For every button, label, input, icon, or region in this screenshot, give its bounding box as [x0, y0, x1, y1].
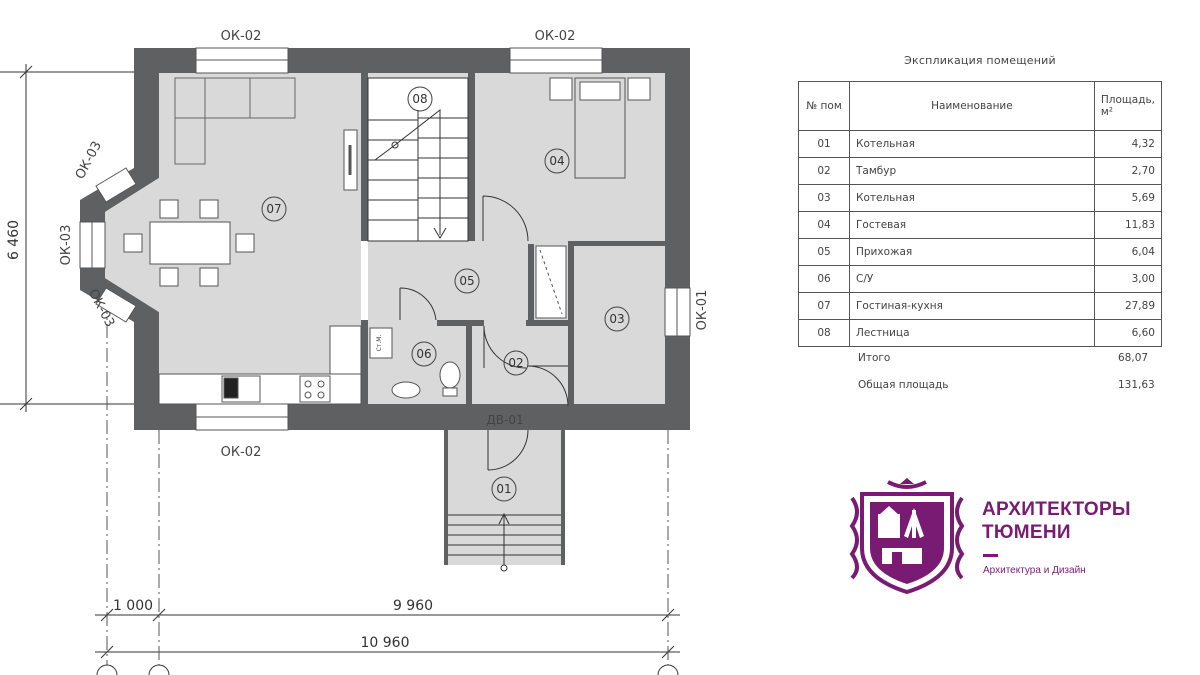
cell-name: Лестница — [849, 319, 1095, 347]
cell-area: 2,70 — [1093, 157, 1163, 185]
entry-steps — [448, 512, 561, 572]
cell-area: 11,83 — [1093, 211, 1163, 239]
cell-area: 5,69 — [1093, 184, 1163, 212]
wardrobe — [535, 245, 567, 319]
brand-line-1: АРХИТЕКТОРЫ — [982, 499, 1131, 520]
interior-walls — [361, 73, 665, 565]
kitchen-counter — [158, 129, 362, 405]
exterior-walls — [80, 48, 690, 430]
bathroom-fixtures — [369, 327, 461, 399]
cell-number: 02 — [798, 157, 850, 185]
total-value: 68,07 — [1118, 352, 1149, 364]
window-label-bay-upper: ОК-03 — [73, 139, 105, 182]
cell-number: 03 — [798, 184, 850, 212]
axis-lines — [106, 300, 669, 665]
cell-name: Прихожая — [849, 238, 1095, 266]
cell-number: 07 — [798, 292, 850, 320]
brand-divider — [983, 554, 998, 557]
architects-tyumen-logo — [849, 478, 965, 595]
cell-name: С/У — [849, 265, 1095, 293]
floor-plan: 07 08 04 05 03 06 02 01 ОК-02 ОК-02 ОК-0… — [0, 29, 710, 675]
window-label-bottom: ОК-02 — [221, 445, 262, 460]
staircase — [367, 77, 469, 242]
room-number-06: 06 — [416, 347, 431, 361]
gross-area-value: 131,63 — [1118, 379, 1155, 391]
room-number-04: 04 — [549, 154, 564, 168]
windows — [79, 47, 691, 431]
dimension-total: 10 960 — [361, 635, 410, 651]
header-area: Площадь,м² — [1093, 81, 1163, 131]
cell-number: 08 — [798, 319, 850, 347]
gross-area-label: Общая площадь — [858, 379, 949, 391]
cell-name: Котельная — [849, 130, 1095, 158]
brand-line-2: ТЮМЕНИ — [982, 522, 1071, 543]
room-number-05: 05 — [459, 274, 474, 288]
cell-name: Гостевая — [849, 211, 1095, 239]
brand-name: АРХИТЕКТОРЫ ТЮМЕНИ — [982, 498, 1131, 544]
room-markers — [261, 86, 630, 502]
cell-area: 6,04 — [1093, 238, 1163, 266]
dimension-offset: 1 000 — [113, 598, 153, 614]
cell-number: 05 — [798, 238, 850, 266]
door-label-entry: ДВ-01 — [486, 413, 523, 427]
dimension-lines — [0, 64, 680, 659]
window-label-top-left: ОК-02 — [221, 29, 262, 44]
room-number-01: 01 — [496, 482, 511, 496]
cell-area: 4,32 — [1093, 130, 1163, 158]
cell-area: 3,00 — [1093, 265, 1163, 293]
cell-name: Котельная — [849, 184, 1095, 212]
axis-markers — [96, 664, 679, 675]
cell-area: 6,60 — [1093, 319, 1163, 347]
bed — [549, 77, 651, 179]
room-number-02: 02 — [508, 356, 523, 370]
explication-title: Экспликация помещений — [904, 54, 1056, 67]
table-header-row: № пом Наименование Площадь,м² — [798, 81, 1163, 131]
cell-name: Гостиная-кухня — [849, 292, 1095, 320]
window-label-right: ОК-01 — [695, 290, 710, 331]
cell-name: Тамбур — [849, 157, 1095, 185]
total-label: Итого — [858, 352, 891, 364]
cell-number: 06 — [798, 265, 850, 293]
room-numbers: 07 08 04 05 03 06 02 01 — [266, 92, 624, 496]
room-number-07: 07 — [266, 202, 281, 216]
toilet-label: Ст.М. — [376, 335, 383, 352]
cell-number: 04 — [798, 211, 850, 239]
doors — [399, 195, 569, 471]
window-label-bay-mid: ОК-03 — [59, 225, 74, 266]
dimension-inner: 9 960 — [393, 598, 433, 614]
room-number-03: 03 — [609, 312, 624, 326]
dining-table — [123, 199, 255, 287]
header-name: Наименование — [849, 81, 1095, 131]
cell-number: 01 — [798, 130, 850, 158]
header-number: № пом — [798, 81, 850, 131]
dimension-height: 6 460 — [6, 220, 22, 260]
room-number-08: 08 — [412, 92, 427, 106]
window-label-top-right: ОК-02 — [535, 29, 576, 44]
cell-area: 27,89 — [1093, 292, 1163, 320]
sofa — [174, 77, 296, 165]
brand-subtitle: Архитектура и Дизайн — [983, 565, 1086, 576]
explication-panel: Экспликация помещений № пом Наименование… — [798, 54, 1163, 347]
